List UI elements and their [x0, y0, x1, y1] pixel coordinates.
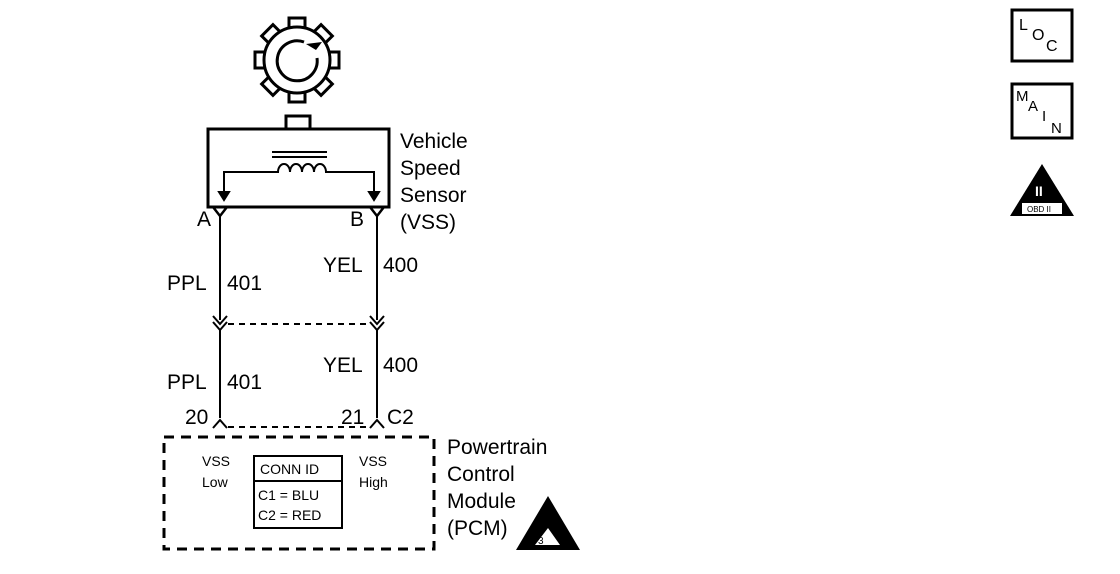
svg-text:3: 3: [538, 536, 544, 547]
esd-warning-icon: 3: [516, 496, 580, 550]
svg-text:Module: Module: [447, 490, 516, 513]
svg-text:(VSS): (VSS): [400, 211, 456, 234]
svg-text:(PCM): (PCM): [447, 517, 508, 540]
connector-c2-label: C2: [387, 406, 414, 429]
svg-text:PPL: PPL: [167, 371, 207, 394]
svg-text:400: 400: [383, 254, 418, 277]
svg-text:401: 401: [227, 371, 262, 394]
pcm-box: [162, 435, 436, 551]
svg-text:C2 = RED: C2 = RED: [258, 507, 321, 523]
svg-text:Vehicle: Vehicle: [400, 130, 468, 153]
svg-text:I: I: [1042, 108, 1046, 125]
svg-text:C: C: [1046, 38, 1058, 55]
svg-text:C1 = BLU: C1 = BLU: [258, 487, 319, 503]
svg-text:N: N: [1051, 120, 1062, 137]
main-button[interactable]: M A I N: [1010, 82, 1074, 140]
vss-low-label-2: Low: [202, 474, 229, 490]
svg-text:Powertrain: Powertrain: [447, 436, 547, 459]
svg-text:Sensor: Sensor: [400, 184, 467, 207]
wire-labels: PPL 401 YEL 400 PPL 401 YEL 400: [167, 254, 418, 394]
terminal-b-label: B: [350, 208, 364, 231]
pcm-connector: [212, 418, 385, 429]
svg-text:A: A: [1028, 98, 1038, 115]
reluctor-wheel-icon: [253, 16, 341, 104]
vss-low-label: VSS: [202, 453, 230, 469]
vss-high-label-2: High: [359, 474, 388, 490]
pin-21-label: 21: [341, 406, 364, 429]
obd-ii-icon[interactable]: II OBD II: [1010, 164, 1074, 216]
svg-text:OBD II: OBD II: [1027, 205, 1051, 214]
loc-button[interactable]: L O C: [1010, 8, 1074, 63]
svg-text:401: 401: [227, 272, 262, 295]
svg-text:PPL: PPL: [167, 272, 207, 295]
svg-text:Control: Control: [447, 463, 515, 486]
svg-text:400: 400: [383, 354, 418, 377]
vss-high-label: VSS: [359, 453, 387, 469]
svg-text:M: M: [1016, 88, 1029, 105]
svg-text:YEL: YEL: [323, 354, 363, 377]
svg-text:YEL: YEL: [323, 254, 363, 277]
pin-20-label: 20: [185, 406, 208, 429]
pcm-name: Powertrain Control Module (PCM): [447, 436, 547, 540]
conn-id-table: CONN ID C1 = BLU C2 = RED: [253, 455, 343, 529]
wire-lines: [219, 216, 378, 418]
terminal-a-label: A: [197, 208, 211, 231]
sensor-body: [206, 114, 391, 209]
inline-connector: [212, 315, 385, 332]
svg-text:L: L: [1019, 17, 1028, 34]
svg-text:Speed: Speed: [400, 157, 461, 180]
svg-text:O: O: [1032, 27, 1044, 44]
sensor-name: Vehicle Speed Sensor (VSS): [400, 130, 468, 234]
svg-text:II: II: [1035, 183, 1043, 199]
coil-icon: [217, 151, 381, 202]
svg-text:CONN ID: CONN ID: [260, 461, 319, 477]
